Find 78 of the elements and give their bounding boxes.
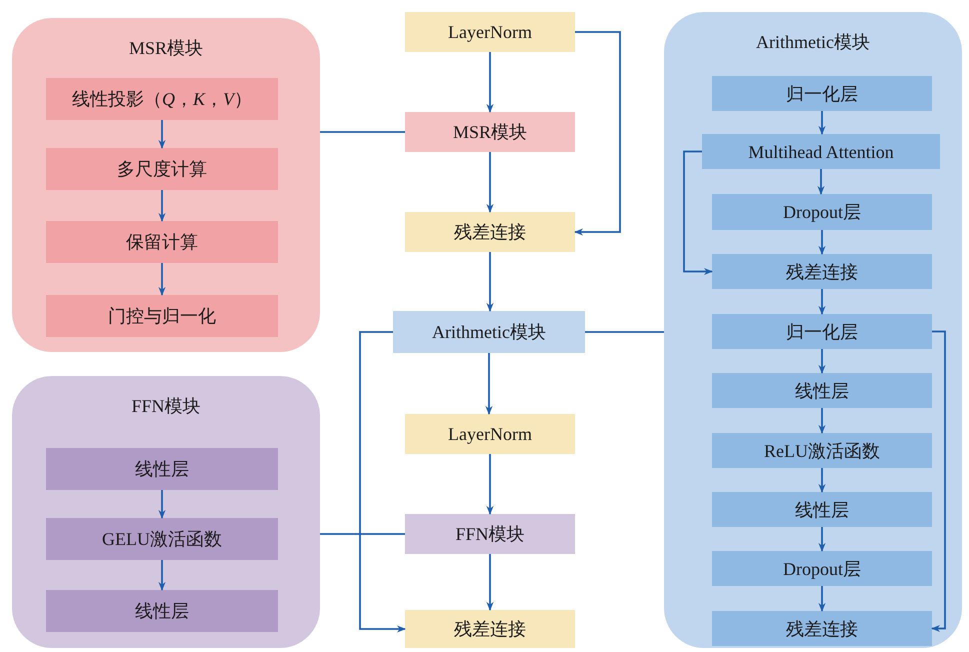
process-box (712, 373, 932, 408)
process-box (405, 212, 575, 252)
arrow (818, 111, 826, 135)
box-label: 线性层 (795, 498, 849, 520)
panel-title: MSR模块 (128, 37, 204, 60)
process-box (405, 414, 575, 454)
box-label: LayerNorm (448, 423, 532, 445)
arrow (818, 408, 826, 434)
arrow (158, 120, 166, 149)
arrow (486, 454, 494, 515)
box-label: Dropout层 (783, 558, 861, 580)
arrow (158, 263, 166, 296)
arrow (359, 331, 406, 633)
box-label: 线性层 (135, 458, 189, 480)
box-label: 残差连接 (454, 618, 526, 640)
arrow (818, 349, 826, 374)
process-box (393, 311, 585, 353)
arrow (486, 152, 494, 213)
box-label: MSR模块 (452, 121, 528, 143)
box-label: 线性层 (795, 380, 849, 402)
panel-title: FFN模块 (130, 395, 202, 418)
arrow (817, 169, 825, 195)
process-box (405, 514, 575, 554)
box-label: 线性投影（Q，K，V） (72, 88, 252, 110)
box-label: 门控与归一化 (108, 305, 216, 327)
process-box (46, 295, 278, 337)
box-label: Arithmetic模块 (432, 321, 546, 343)
process-box (712, 551, 932, 586)
box-label: 多尺度计算 (117, 158, 207, 180)
process-box (46, 448, 278, 490)
arrow (818, 586, 826, 612)
box-label: 归一化层 (786, 320, 858, 342)
arrow (818, 230, 826, 255)
arrow (818, 468, 826, 493)
arrow (486, 52, 494, 113)
process-box (405, 112, 575, 152)
arrow (486, 554, 494, 611)
arrow (485, 353, 493, 415)
box-label: 残差连接 (454, 221, 526, 243)
module-panel (12, 18, 320, 352)
box-label: Multihead Attention (748, 140, 894, 162)
process-box (712, 194, 932, 230)
box-label: LayerNorm (448, 21, 532, 43)
box-label: 保留计算 (126, 231, 198, 253)
process-box (405, 610, 575, 648)
arrow (158, 490, 166, 519)
process-box (702, 134, 940, 169)
process-box (712, 76, 932, 111)
process-box (46, 590, 278, 632)
process-box (405, 12, 575, 52)
box-label: Dropout层 (783, 201, 861, 223)
process-box (46, 518, 278, 560)
process-box (712, 492, 932, 527)
arrow (683, 150, 713, 276)
box-label: 残差连接 (786, 618, 858, 640)
module-panel (664, 12, 962, 648)
box-label: GELU激活函数 (102, 528, 222, 550)
arrow (818, 289, 826, 315)
process-box (46, 221, 278, 263)
module-panel (12, 376, 320, 648)
process-box (712, 314, 932, 349)
box-label: 残差连接 (786, 260, 858, 282)
box-label: ReLU激活函数 (764, 440, 880, 462)
process-box (46, 78, 278, 120)
arrow (158, 560, 166, 591)
arrow (158, 190, 166, 222)
arrow (574, 31, 621, 236)
box-label: 归一化层 (786, 82, 858, 104)
process-box (712, 254, 932, 289)
box-label: FFN模块 (455, 523, 525, 545)
panel-title: Arithmetic模块 (755, 31, 871, 54)
process-box (712, 433, 932, 468)
arrow (818, 527, 826, 552)
process-box (46, 148, 278, 190)
arrow (486, 252, 494, 312)
arrow (931, 330, 946, 632)
process-box (712, 611, 932, 646)
box-label: 线性层 (135, 600, 189, 622)
